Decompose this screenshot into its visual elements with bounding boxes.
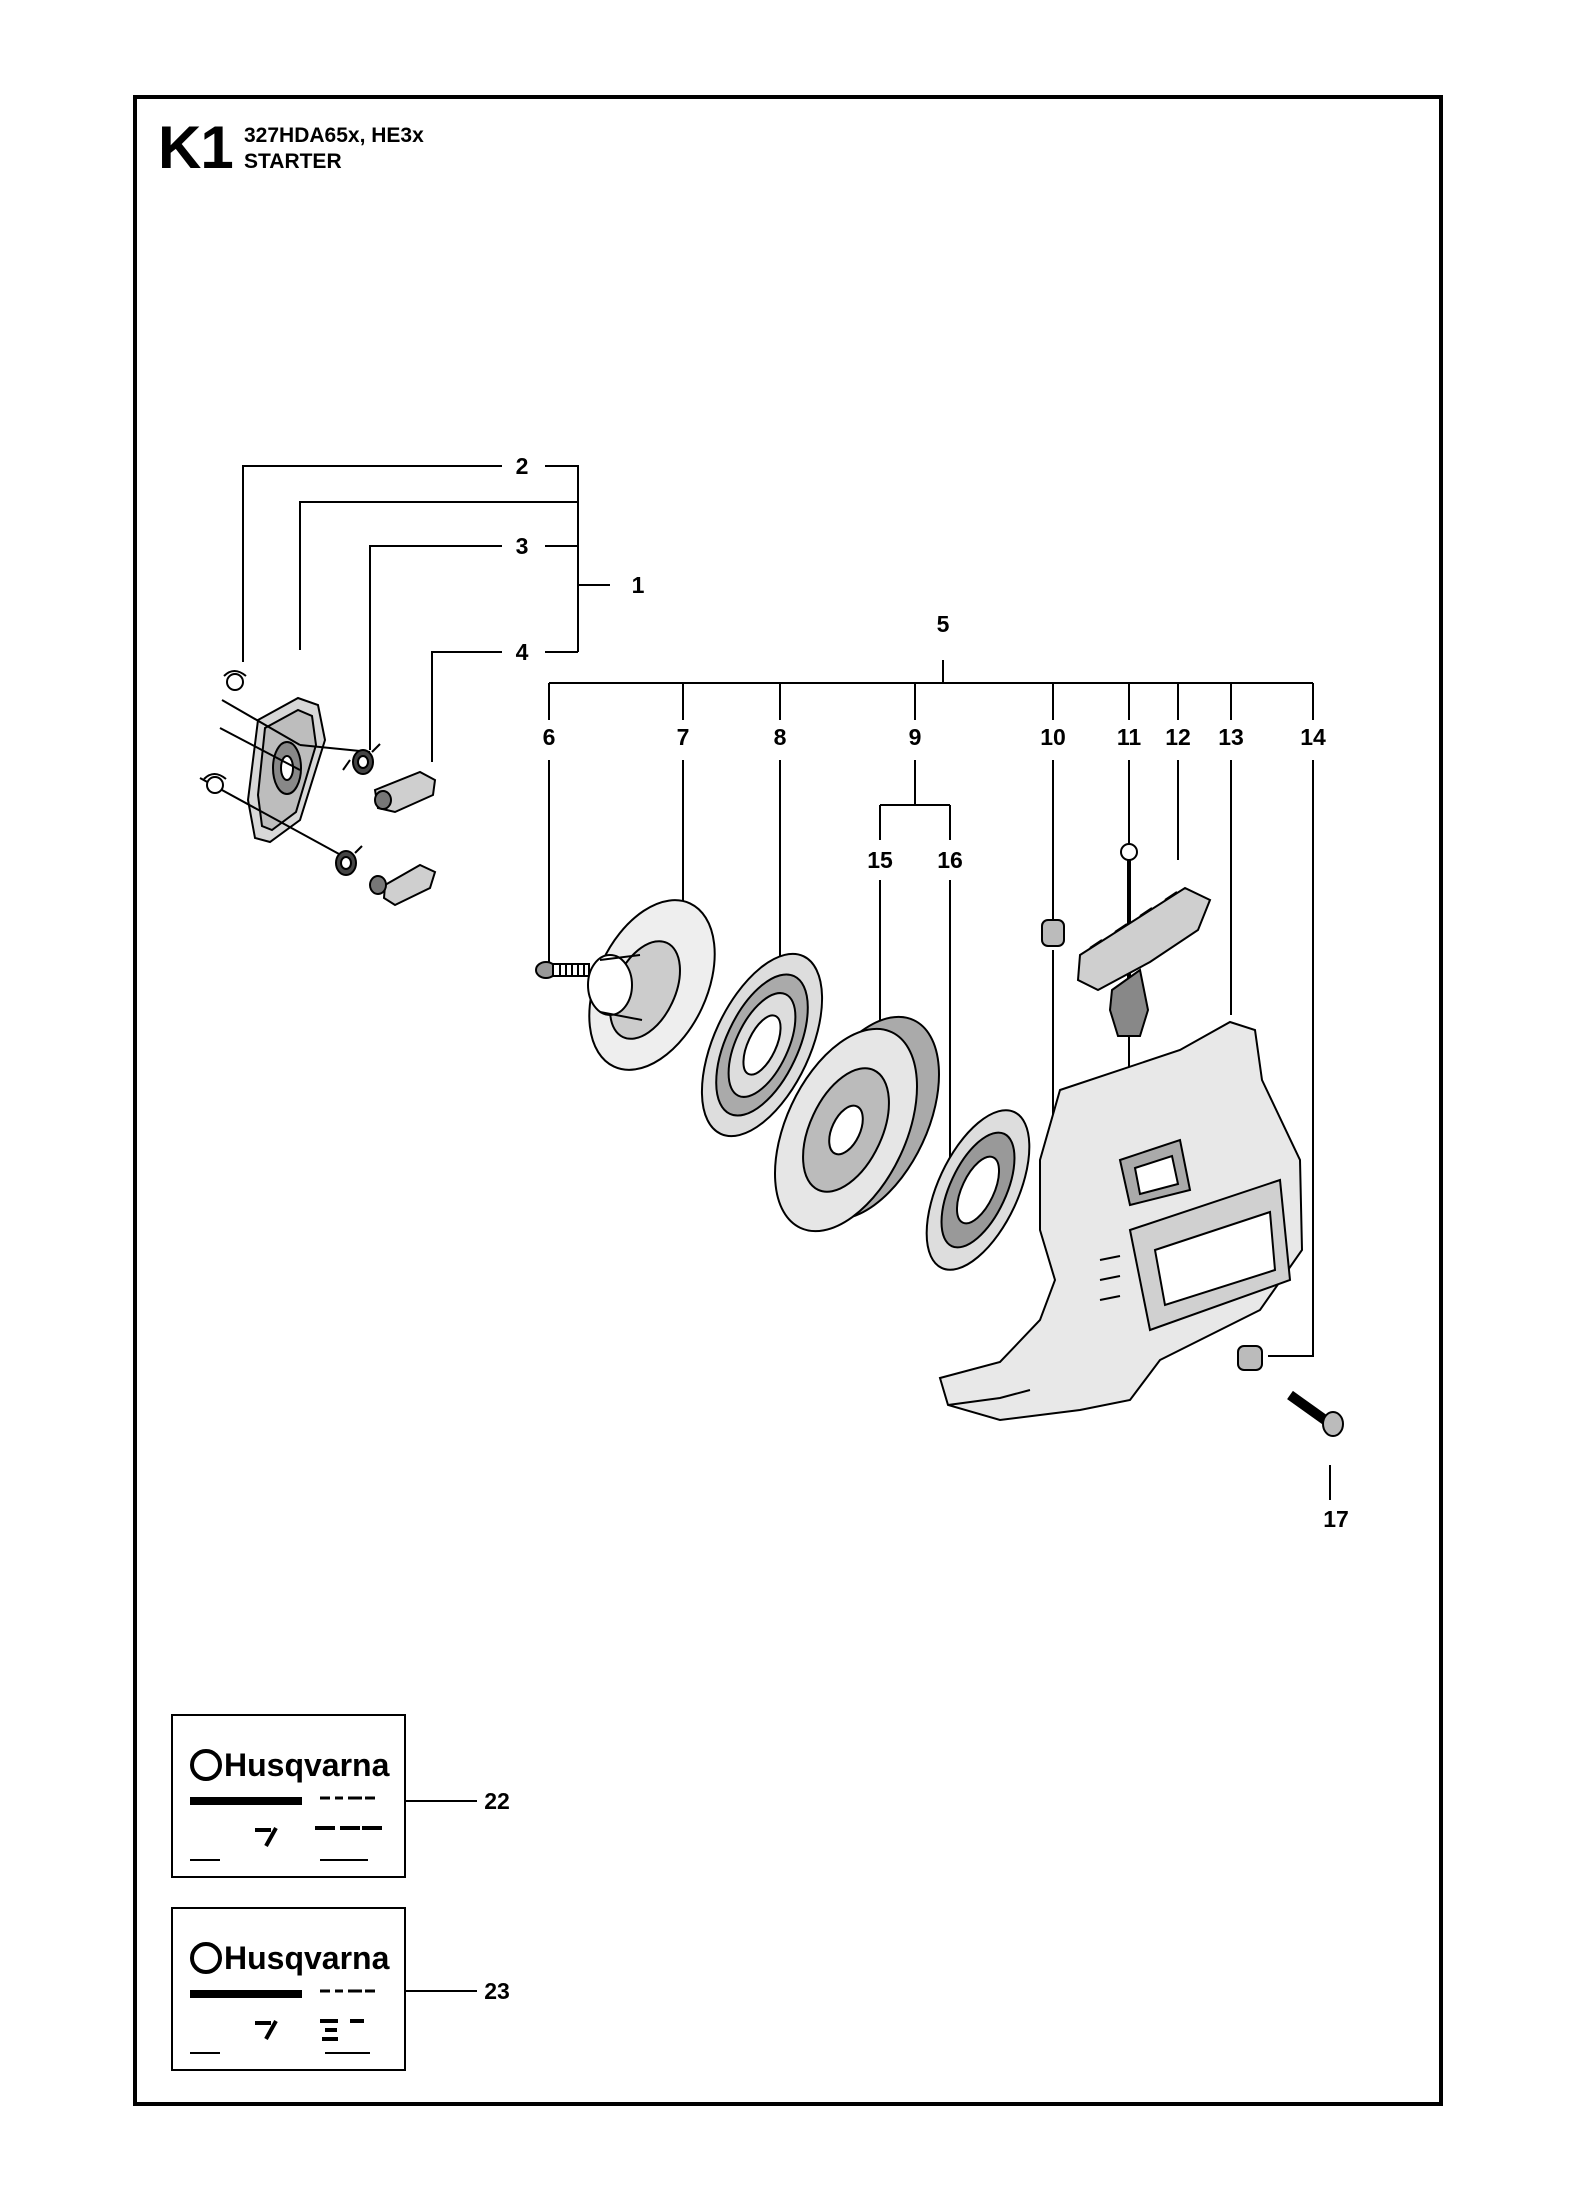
decal-23-brand: Husqvarna <box>224 1940 390 1976</box>
callout-17: 17 <box>1323 1506 1349 1532</box>
callout-8: 8 <box>774 724 787 750</box>
page-frame <box>133 95 1443 2106</box>
callout-7: 7 <box>677 724 690 750</box>
callout-numbers: 2 3 1 4 5 6 7 8 9 10 11 12 13 14 15 16 1… <box>484 453 1349 2004</box>
callout-9: 9 <box>909 724 922 750</box>
callout-2: 2 <box>516 453 529 479</box>
screw-17 <box>1237 1345 1344 1437</box>
decal-22: Husqvarna <box>171 1714 406 1878</box>
callout-4: 4 <box>516 639 529 665</box>
callout-5: 5 <box>937 611 950 637</box>
callout-6: 6 <box>543 724 556 750</box>
starter-handle <box>1076 843 1212 1037</box>
screw-6 <box>535 961 590 979</box>
callout-3: 3 <box>516 533 529 559</box>
callout-14: 14 <box>1300 724 1326 750</box>
starter-housing <box>938 1020 1304 1422</box>
decal-22-brand: Husqvarna <box>224 1747 390 1783</box>
callout-11: 11 <box>1117 724 1142 750</box>
decal-23: Husqvarna <box>171 1907 406 2071</box>
pulley-7 <box>587 899 716 1071</box>
bushing-10 <box>1041 919 1065 947</box>
callout-10: 10 <box>1040 724 1066 750</box>
callout-15: 15 <box>867 847 893 873</box>
spring-16 <box>925 1109 1031 1271</box>
model-list: 327HDA65x, HE3x <box>244 124 424 147</box>
callout-16: 16 <box>937 847 963 873</box>
callout-13: 13 <box>1218 724 1244 750</box>
leader-lines <box>242 465 1331 1992</box>
rope-drum-15 <box>774 1015 940 1233</box>
pawl-assembly <box>199 670 437 907</box>
diagram-code: K1 <box>158 114 234 181</box>
callout-12: 12 <box>1165 724 1191 750</box>
callout-22: 22 <box>484 1788 510 1814</box>
callout-1: 1 <box>632 572 645 598</box>
section-title: STARTER <box>244 150 342 173</box>
spring-8 <box>700 952 824 1138</box>
callout-23: 23 <box>484 1978 510 2004</box>
